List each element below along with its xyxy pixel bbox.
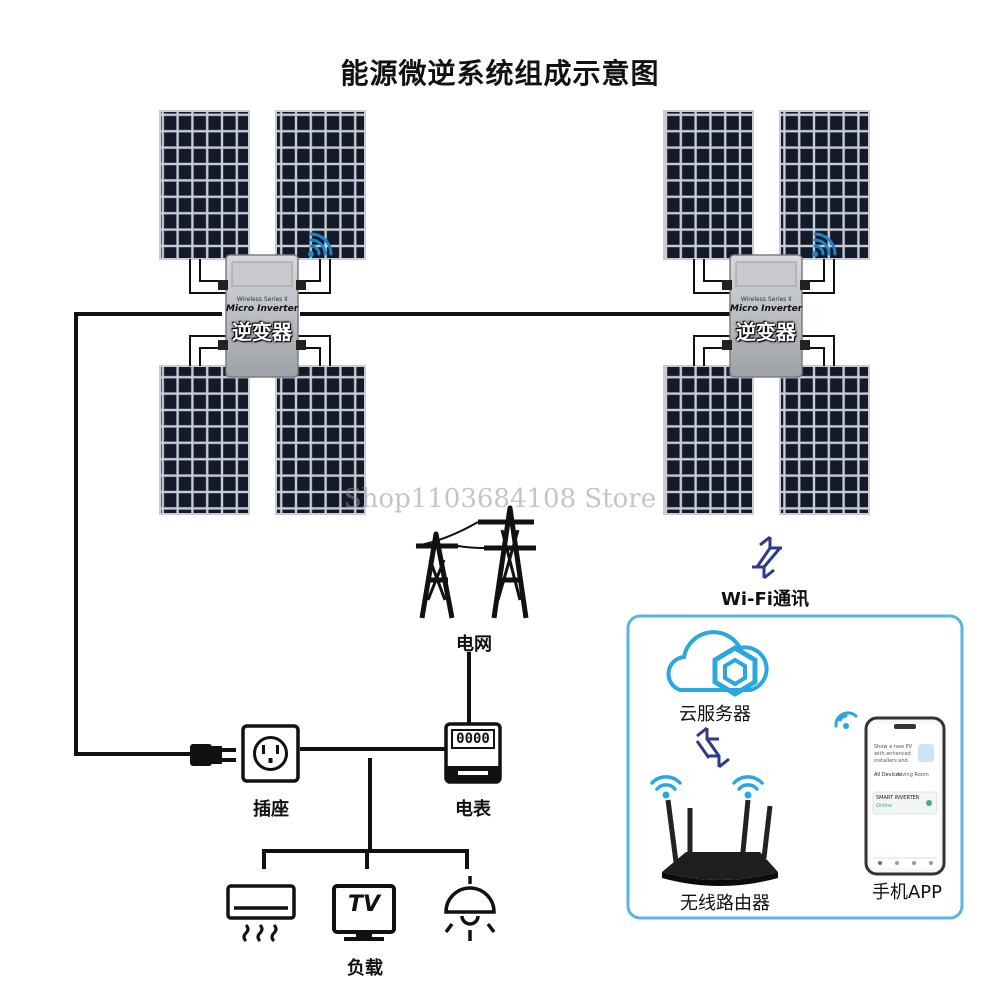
inverter-model-text: Micro Inverter <box>730 304 803 314</box>
phone-label: 手机APP <box>871 882 943 903</box>
solar-panel-icon <box>275 365 366 515</box>
router-icon <box>662 799 778 886</box>
cloud-icon <box>666 630 769 697</box>
router-label: 无线路由器 <box>680 893 770 914</box>
phone-device-name: SMART INVERTER <box>876 795 920 801</box>
solar-panel-icon <box>779 110 870 260</box>
tv-icon <box>332 884 396 941</box>
page-title: 能源微逆系统组成示意图 <box>340 57 660 90</box>
solar-panel-icon <box>779 365 870 515</box>
solar-panel-icon <box>275 110 366 260</box>
transmission-tower-icon <box>415 505 536 619</box>
smartphone-icon <box>864 716 946 876</box>
solar-panel-icon <box>159 110 250 260</box>
micro-inverter-right <box>722 254 810 378</box>
meter-icon <box>444 722 502 784</box>
wifi-signal-icon <box>308 232 333 257</box>
wifi-signal-icon <box>732 775 764 799</box>
inverter-label: 逆变器 <box>736 320 796 344</box>
wifi-signal-icon <box>834 711 858 729</box>
phone-tab-all: All Devices <box>874 772 902 778</box>
double-arrow-icon <box>752 535 782 580</box>
socket-icon <box>241 724 300 783</box>
phone-screen-line: installers and <box>874 758 908 764</box>
wifi-signal-icon <box>812 232 837 257</box>
double-arrow-icon <box>695 726 730 769</box>
load-label: 负载 <box>347 958 383 979</box>
inverter-label: 逆变器 <box>232 320 292 344</box>
solar-panel-icon <box>159 365 250 515</box>
plug-icon <box>190 744 236 766</box>
wifi-signal-icon <box>650 775 682 799</box>
phone-device-status: Online <box>876 803 893 809</box>
tv-text: TV <box>347 892 381 917</box>
inverter-model-text: Micro Inverter <box>226 304 299 314</box>
air-conditioner-icon <box>226 884 296 943</box>
ac-wiring <box>74 312 730 869</box>
cloud-label: 云服务器 <box>679 704 751 725</box>
solar-panel-icon <box>663 365 754 515</box>
micro-inverter-left <box>218 254 306 378</box>
meter-label: 电表 <box>455 799 491 820</box>
phone-screen-line: Show a new PV <box>874 744 913 750</box>
phone-tab-room: Living Room <box>898 772 929 778</box>
inverter-series-text: Wireless Series Ⅱ <box>740 296 792 303</box>
lamp-icon <box>444 876 496 941</box>
wifi-comm-label: Wi-Fi通讯 <box>721 589 809 610</box>
inverter-series-text: Wireless Series Ⅱ <box>236 296 288 303</box>
solar-panel-icon <box>663 110 754 260</box>
grid-label: 电网 <box>456 634 492 655</box>
phone-screen-line: with enhanced <box>874 751 911 757</box>
socket-label: 插座 <box>253 799 289 820</box>
dc-cables-left <box>189 259 331 366</box>
meter-display: 0000 <box>456 731 490 747</box>
